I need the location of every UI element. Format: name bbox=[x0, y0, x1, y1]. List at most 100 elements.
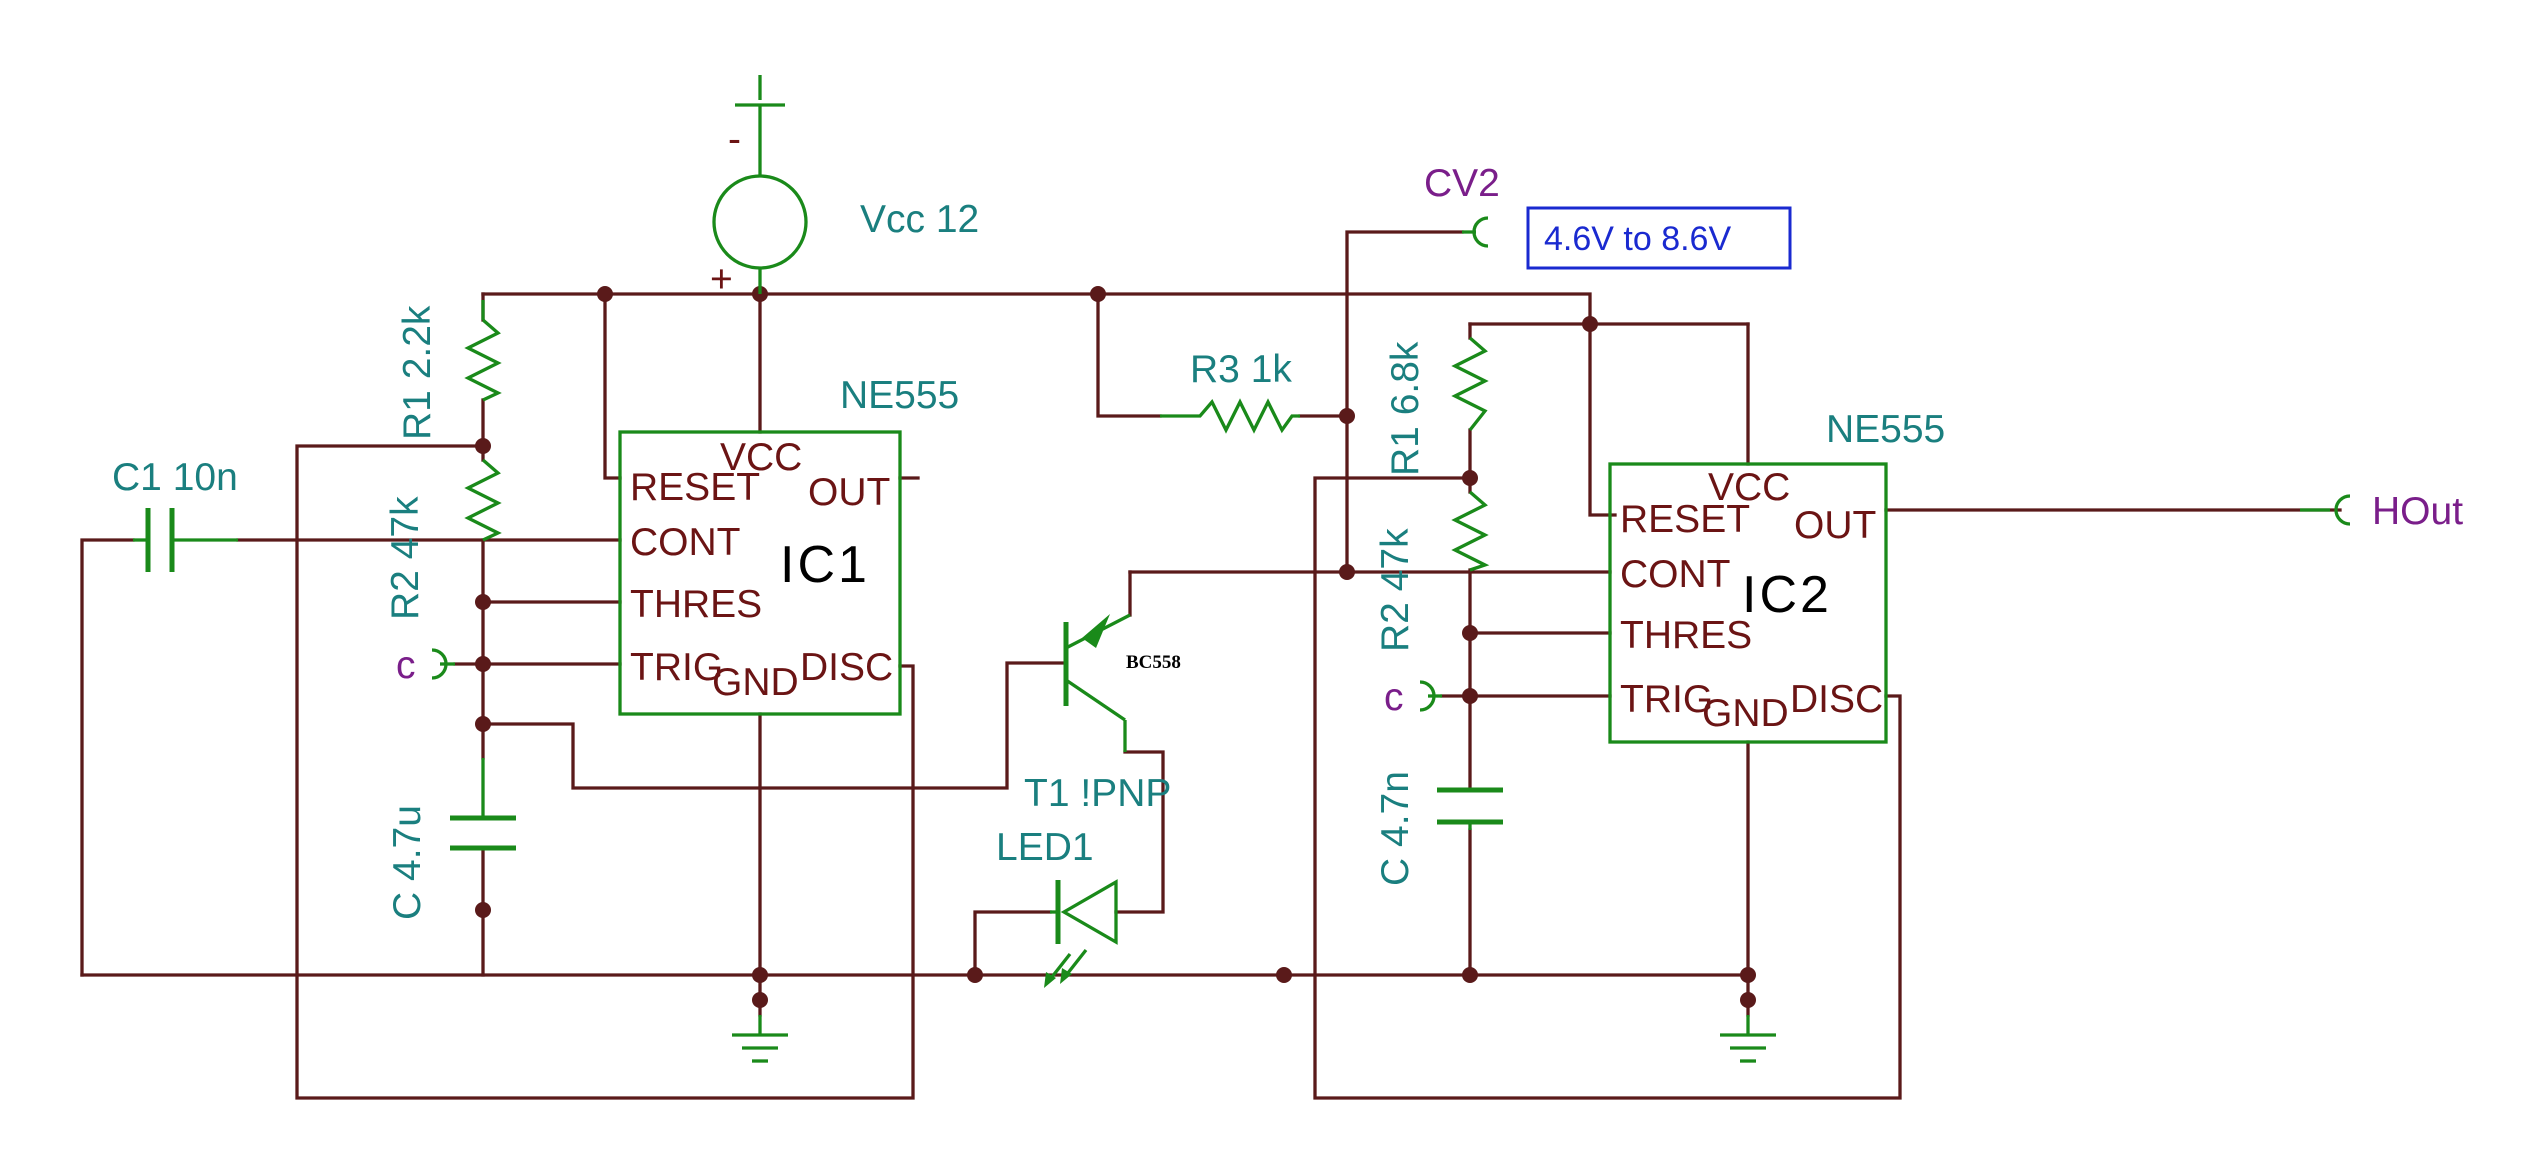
ic1-pin-disc: DISC bbox=[800, 646, 893, 689]
port-connector-icon bbox=[2334, 494, 2351, 526]
port-hout-label: HOut bbox=[2372, 490, 2463, 533]
junction-dot bbox=[475, 594, 491, 610]
junction-dot bbox=[1462, 967, 1478, 983]
resistor-r2-right: R2 47k bbox=[1374, 490, 1490, 652]
ic2-name: IC2 bbox=[1742, 566, 1832, 624]
junction-dot bbox=[1582, 316, 1598, 332]
transistor-name-label: T1 !PNP bbox=[1024, 772, 1171, 815]
port-c-right: c bbox=[1384, 676, 1442, 719]
pnp-arrow-icon bbox=[1082, 614, 1110, 648]
transistor-part-label: BC558 bbox=[1126, 652, 1181, 673]
junction-dot bbox=[1339, 408, 1355, 424]
r1-left-label: R1 2.2k bbox=[396, 305, 439, 440]
ic2-pin-gnd: GND bbox=[1702, 692, 1789, 735]
led-label: LED1 bbox=[996, 826, 1094, 869]
wire-cv2 bbox=[1345, 230, 1464, 574]
junction-dot bbox=[1090, 286, 1106, 302]
ic1-pin-trig: TRIG bbox=[630, 646, 723, 689]
resistor-icon bbox=[1160, 398, 1300, 434]
ic1-pin-thres: THRES bbox=[630, 583, 762, 626]
junction-dot bbox=[1740, 967, 1756, 983]
junction-dot bbox=[475, 716, 491, 732]
port-c-left: c bbox=[396, 644, 455, 687]
wire-led-cathode bbox=[973, 910, 1052, 977]
resistor-r2-left: R2 47k bbox=[384, 458, 502, 620]
wire-disc2-loop bbox=[1313, 476, 1902, 1100]
ic2-pin-out: OUT bbox=[1794, 504, 1876, 547]
ic1-body bbox=[618, 430, 902, 716]
ground-ic2 bbox=[1720, 1015, 1776, 1063]
annotation-text: 4.6V to 8.6V bbox=[1544, 220, 1731, 258]
port-cv2-label: CV2 bbox=[1424, 162, 1500, 205]
led-diode-icon bbox=[1060, 879, 1118, 945]
ic2-part-label: NE555 bbox=[1826, 408, 1945, 451]
wire-c1-left bbox=[80, 538, 135, 977]
junction-dot bbox=[967, 967, 983, 983]
resistor-r1-right: R1 6.8k bbox=[1384, 336, 1489, 476]
resistor-r1-left: R1 2.2k bbox=[396, 300, 502, 440]
port-connector-icon bbox=[1472, 216, 1489, 248]
transistor-t1: BC558 T1 !PNP bbox=[1024, 613, 1181, 815]
ic1-ne555: NE555 IC1 VCC RESET OUT CONT THRES TRIG … bbox=[618, 374, 959, 716]
port-c-left-label: c bbox=[396, 644, 416, 687]
resistor-icon bbox=[464, 458, 502, 542]
wire-vcc-rail bbox=[481, 292, 1617, 517]
ic2-pin-cont: CONT bbox=[1620, 553, 1731, 596]
resistor-icon bbox=[1451, 490, 1490, 572]
led1: LED1 bbox=[996, 826, 1118, 988]
r2-right-label: R2 47k bbox=[1374, 528, 1417, 652]
junction-dot bbox=[752, 967, 768, 983]
junction-dot bbox=[752, 992, 768, 1008]
ic1-pin-reset: RESET bbox=[630, 466, 760, 509]
c1-label: C1 10n bbox=[112, 456, 238, 499]
ic1-name: IC1 bbox=[780, 536, 870, 594]
ic2-pin-reset: RESET bbox=[1620, 498, 1750, 541]
voltage-range-annotation: 4.6V to 8.6V bbox=[1526, 206, 1792, 270]
led-emission-arrowhead-icon bbox=[1044, 972, 1056, 988]
supply-minus-sign: - bbox=[728, 118, 741, 161]
ic1-pin-out: OUT bbox=[808, 471, 890, 514]
junction-dot bbox=[1276, 967, 1292, 983]
transistor-collector bbox=[1065, 678, 1126, 722]
junction-dot bbox=[1462, 688, 1478, 704]
junction-dot bbox=[1339, 564, 1355, 580]
c-right-label: C 4.7n bbox=[1374, 771, 1417, 886]
wire-reset1 bbox=[603, 292, 622, 480]
wire-disc1-loop bbox=[295, 444, 915, 1100]
capacitor-c1: C1 10n bbox=[112, 456, 238, 572]
resistor-icon bbox=[1451, 336, 1489, 432]
ic2-pin-vcc: VCC bbox=[1708, 466, 1790, 509]
junction-dot bbox=[1462, 625, 1478, 641]
ic1-pin-vcc: VCC bbox=[720, 436, 802, 479]
junctions bbox=[475, 286, 1756, 1008]
port-hout: HOut bbox=[2300, 490, 2463, 533]
ground-ic1 bbox=[732, 1015, 788, 1063]
resistor-r3: R3 1k bbox=[1160, 348, 1300, 434]
ic2-ne555: NE555 IC2 VCC RESET OUT CONT THRES TRIG … bbox=[1608, 408, 1945, 744]
r1-right-label: R1 6.8k bbox=[1384, 341, 1427, 476]
supply-plus-sign: + bbox=[710, 258, 733, 301]
port-c-right-label: c bbox=[1384, 676, 1404, 719]
ic1-pin-gnd: GND bbox=[712, 661, 799, 704]
annotation-box bbox=[1526, 206, 1792, 270]
c-left-label: C 4.7u bbox=[386, 805, 429, 920]
wire-base bbox=[481, 661, 1068, 790]
r3-label: R3 1k bbox=[1190, 348, 1292, 391]
led-emission-arrowhead-icon bbox=[1060, 968, 1072, 984]
supply-label: Vcc 12 bbox=[860, 198, 979, 241]
ic2-pin-disc: DISC bbox=[1790, 678, 1883, 721]
junction-dot bbox=[597, 286, 613, 302]
r2-left-label: R2 47k bbox=[384, 496, 427, 620]
junction-dot bbox=[1462, 470, 1478, 486]
ic1-part-label: NE555 bbox=[840, 374, 959, 417]
wire-r3-left bbox=[1096, 292, 1162, 418]
wires bbox=[80, 230, 2342, 1100]
voltage-source-icon bbox=[712, 174, 808, 270]
port-cv2: CV2 bbox=[1424, 162, 1500, 248]
junction-dot bbox=[475, 902, 491, 918]
ic2-pin-trig: TRIG bbox=[1620, 678, 1713, 721]
junction-dot bbox=[1740, 992, 1756, 1008]
capacitor-c-right: C 4.7n bbox=[1374, 771, 1503, 886]
ic2-body bbox=[1608, 462, 1888, 744]
